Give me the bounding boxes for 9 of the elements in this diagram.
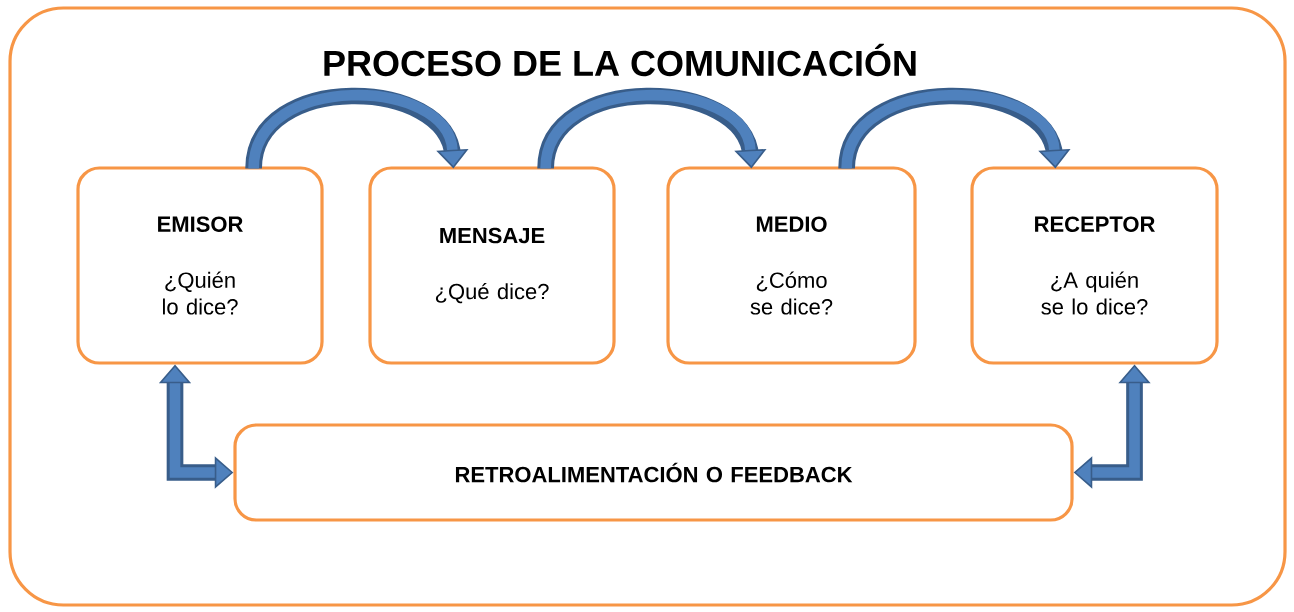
block-arrow (838, 87, 1071, 170)
process-box: EMISOR ¿Quién lo dice? (76, 166, 324, 365)
block-arrow (245, 87, 469, 170)
feedback-box: RETROALIMENTACIÓN O FEEDBACK (233, 423, 1074, 522)
process-box: MEDIO ¿Cómo se dice? (666, 166, 917, 365)
title: PROCESO DE LA COMUNICACIÓN (324, 43, 916, 77)
block-arrow (537, 87, 767, 170)
process-box: RECEPTOR ¿A quién se lo dice? (970, 166, 1219, 365)
process-box: MENSAJE ¿Qué dice? (368, 166, 616, 365)
